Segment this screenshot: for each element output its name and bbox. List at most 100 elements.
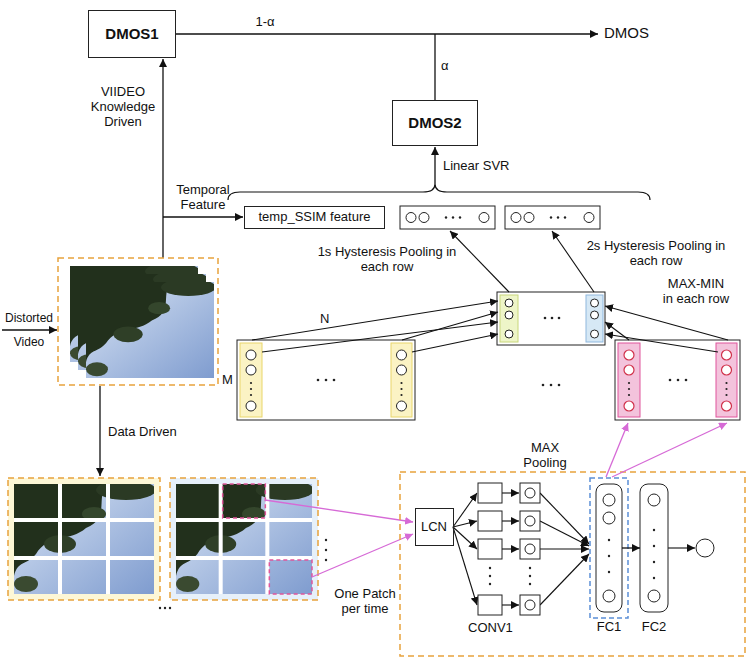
ellipsis-dots <box>445 216 566 218</box>
score-matrices-part-part <box>505 330 513 338</box>
score-matrices-part-part <box>250 394 252 396</box>
fusion-lines-part <box>176 33 598 34</box>
fusion-lines-part <box>434 147 435 184</box>
video-branch-arrows-part <box>163 216 243 217</box>
score-matrices-part-part <box>624 401 634 411</box>
feature-vectors-part <box>406 213 416 223</box>
process-box: DMOS2 <box>392 100 478 146</box>
score-matrices-part-part <box>397 365 407 375</box>
score-matrices-part <box>391 343 412 417</box>
feature-vectors-part <box>524 213 534 223</box>
patch-grids-part <box>170 478 318 600</box>
cnn-block-part-part <box>540 521 589 546</box>
text-label: Data Driven <box>108 424 177 439</box>
video-branch-arrows-part <box>99 386 100 476</box>
feature-vectors-part <box>505 206 600 229</box>
cnn-block-part <box>489 567 531 585</box>
score-matrices-part-part <box>246 401 256 411</box>
ellipsis-dots-part <box>564 216 566 218</box>
cnn-block-part-part <box>502 548 519 549</box>
text-label: M <box>222 372 233 387</box>
patch-grids-part <box>14 480 156 594</box>
video-frames-part <box>86 279 216 378</box>
cnn-block-part-part <box>453 527 477 605</box>
patch-grids-part <box>312 534 413 577</box>
score-matrices-part-part <box>262 322 498 352</box>
patch-grids-part <box>159 539 327 609</box>
score-matrices-part <box>252 231 728 352</box>
score-matrices-part-part <box>317 379 320 382</box>
score-matrices-part-part <box>400 388 402 390</box>
cnn-block-part-part <box>529 583 531 585</box>
cnn-block-part-part <box>478 483 502 503</box>
cnn-block-part <box>606 423 628 477</box>
patch-grids-part-part <box>325 559 327 561</box>
score-matrices-part-part <box>591 299 599 307</box>
feature-vectors-part <box>479 213 489 223</box>
cnn-block-part-part <box>453 493 477 527</box>
cnn-block-part-part <box>640 484 668 612</box>
score-matrices-part-part <box>246 350 256 360</box>
score-matrices-part-part <box>677 379 680 382</box>
text-label: VIIDEO Knowledge Driven <box>88 84 158 129</box>
cnn-block-part-part <box>525 544 535 554</box>
score-matrices-part-part <box>505 299 513 307</box>
process-box: temp_SSIM feature <box>244 206 385 229</box>
connector <box>622 547 640 548</box>
cnn-block-part-part <box>520 483 540 503</box>
text-label: 2s Hysteresis Pooling in each row <box>585 238 727 268</box>
score-matrices-part-part <box>558 317 561 320</box>
fusion-lines-part <box>228 184 650 200</box>
cnn-block-part-part <box>489 575 491 577</box>
patch-grids-part-part <box>169 607 171 609</box>
ellipsis-dots-part <box>459 216 461 218</box>
cnn-block-part-part <box>502 492 519 493</box>
score-matrices-part-part <box>624 365 634 375</box>
text-label: 1s Hysteresis Pooling in each row <box>316 244 458 274</box>
video-branch-arrows-part <box>2 329 57 330</box>
score-matrices-part-part <box>400 382 402 384</box>
node-text: FC2 <box>642 620 667 635</box>
patch-grids-part-part <box>58 484 62 594</box>
cnn-block-part-part <box>478 539 502 559</box>
cnn-block-part-part <box>653 577 655 579</box>
score-matrices-part-part <box>325 379 328 382</box>
text-label: One Patch per time <box>332 586 398 616</box>
score-matrices-part-part <box>725 394 727 396</box>
cnn-block-part-part <box>603 494 615 506</box>
cnn-block-part-part <box>502 520 519 521</box>
text-label: DMOS <box>604 25 649 40</box>
text-label: MAX Pooling <box>515 440 575 470</box>
cnn-block <box>400 423 745 656</box>
cnn-block-part-part <box>525 516 535 526</box>
patch-grids-part-part <box>106 484 110 594</box>
score-matrices-part-part <box>402 312 498 340</box>
score-matrices-part-part <box>505 311 513 319</box>
patch-grids-part-part <box>14 518 154 522</box>
cnn-block-part-part <box>608 539 610 541</box>
score-matrices-part-part <box>397 401 407 411</box>
score-matrices-part-part <box>252 301 498 340</box>
feature-vectors-part <box>511 213 521 223</box>
cnn-block-part-part <box>453 521 477 527</box>
patch-grids-part-part <box>325 549 327 551</box>
score-matrices-part-part <box>542 384 545 387</box>
patch-grids-part-part <box>14 556 154 560</box>
cnn-block-part-part <box>653 529 655 531</box>
score-matrices-part-part <box>722 401 732 411</box>
cnn-block-part-part <box>603 512 615 524</box>
text-label: N <box>320 311 329 326</box>
score-matrices-part-part <box>624 350 634 360</box>
score-matrices-part-part <box>685 379 688 382</box>
cnn-block-part-part <box>478 511 502 531</box>
score-matrices-part-part <box>725 388 727 390</box>
score-matrices-part <box>500 295 518 342</box>
score-matrices-part-part <box>400 394 402 396</box>
cnn-block-part-part <box>648 494 660 506</box>
cnn-block-part-part <box>540 493 589 544</box>
cnn-block-part-part <box>478 595 502 615</box>
patch-grids-part <box>8 478 160 600</box>
cnn-block-part-part <box>540 548 589 549</box>
